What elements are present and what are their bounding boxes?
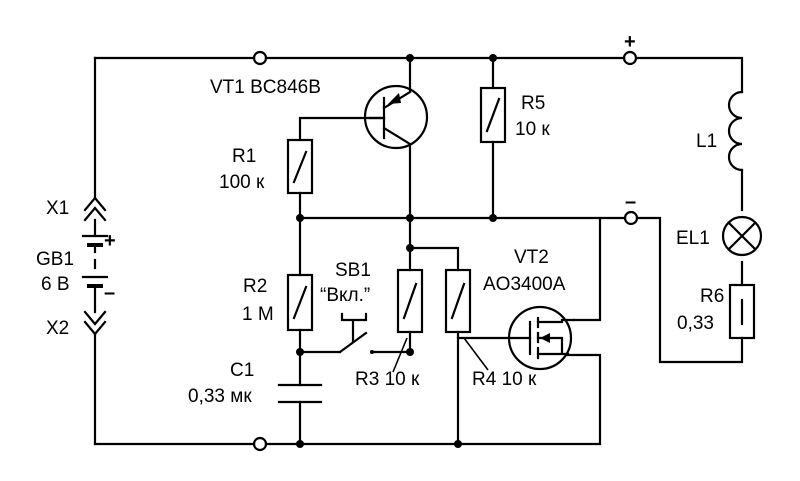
label-r1-name: R1 (232, 146, 256, 167)
terminal-minus (623, 210, 639, 226)
label-vt2-part: AO3400A (483, 274, 566, 295)
resistor-r4 (444, 268, 472, 334)
terminal-top-left (252, 50, 268, 66)
label-vt1: VT1 BC846B (210, 77, 321, 98)
label-r3: R3 10 к (355, 369, 420, 390)
label-r4: R4 10 к (472, 369, 537, 390)
label-x2: X2 (46, 318, 69, 339)
resistor-r6 (728, 283, 756, 340)
switch-sb1 (338, 312, 374, 354)
label-r2-value: 1 М (242, 304, 274, 325)
battery-gb1 (81, 196, 109, 336)
terminal-bottom-left (252, 436, 268, 452)
label-battery-plus: + (104, 230, 116, 252)
label-minus-mid: – (625, 191, 636, 213)
label-sb1-caption: “Вкл.” (320, 285, 370, 306)
label-c1-name: C1 (230, 360, 254, 381)
resistor-r3 (396, 268, 424, 334)
label-el1: EL1 (676, 228, 710, 249)
transistor-vt1 (363, 84, 429, 150)
label-r2-name: R2 (243, 276, 267, 297)
wiring (93, 56, 744, 446)
label-r1-value: 100 к (219, 172, 265, 193)
resistor-r1 (286, 138, 314, 195)
lamp-el1 (721, 215, 763, 257)
label-gb1-voltage: 6 В (41, 274, 70, 295)
label-battery-minus: – (104, 282, 115, 304)
label-r6-value: 0,33 (677, 313, 714, 334)
label-plus-top: + (624, 31, 636, 53)
resistor-r5 (479, 86, 507, 144)
label-r5-value: 10 к (515, 119, 550, 140)
label-c1-value: 0,33 мк (188, 386, 252, 407)
label-r6-name: R6 (700, 286, 724, 307)
resistor-r2 (286, 273, 314, 332)
label-x1: X1 (46, 198, 69, 219)
labels: VT1 BC846B R1 100 к R5 10 к L1 EL1 X1 GB… (36, 31, 724, 407)
label-vt2-name: VT2 (514, 247, 549, 268)
label-l1: L1 (696, 131, 717, 152)
label-r5-name: R5 (521, 93, 545, 114)
junctions (296, 54, 497, 448)
terminals (252, 50, 639, 452)
capacitor-c1 (277, 383, 323, 404)
label-leaders (392, 337, 489, 373)
inductor-l1 (727, 90, 744, 172)
label-gb1: GB1 (36, 249, 74, 270)
terminal-plus (622, 50, 638, 66)
label-sb1-name: SB1 (335, 260, 371, 281)
transistor-vt2 (456, 305, 576, 371)
